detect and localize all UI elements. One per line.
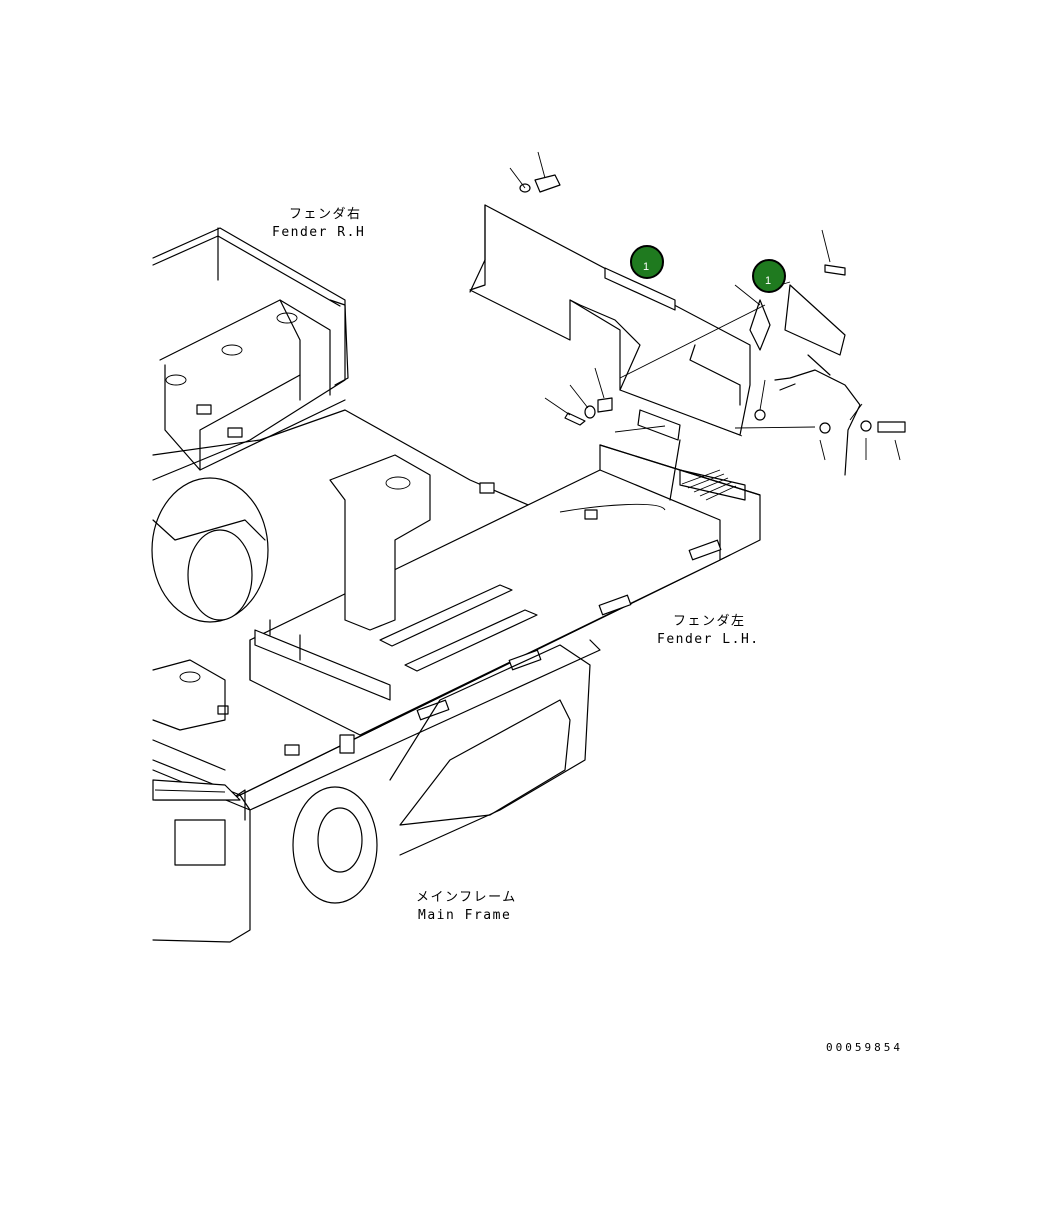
callout-circle <box>752 259 786 293</box>
fender-rh-label-en: Fender R.H <box>272 225 365 240</box>
main-frame-drawing <box>151 409 761 943</box>
callout-1-left[interactable]: 1 <box>630 245 664 279</box>
fender-lh-label-jp: フェンダ左 <box>673 614 746 629</box>
fender-lh-label-en: Fender L.H. <box>657 632 760 647</box>
callout-1-right[interactable]: 1 <box>752 259 786 293</box>
callout-label: 1 <box>765 275 771 287</box>
callout-label: 1 <box>643 261 649 273</box>
main-frame-label-en: Main Frame <box>418 908 511 923</box>
fender-lh-drawing <box>469 151 906 501</box>
callout-circle <box>630 245 664 279</box>
fender-rh-drawing <box>152 227 349 481</box>
drawing-number: 00059854 <box>826 1041 903 1054</box>
grill-pattern <box>681 469 737 501</box>
main-frame-label-jp: メインフレーム <box>416 890 517 905</box>
fender-rh-label-jp: フェンダ右 <box>289 207 362 222</box>
